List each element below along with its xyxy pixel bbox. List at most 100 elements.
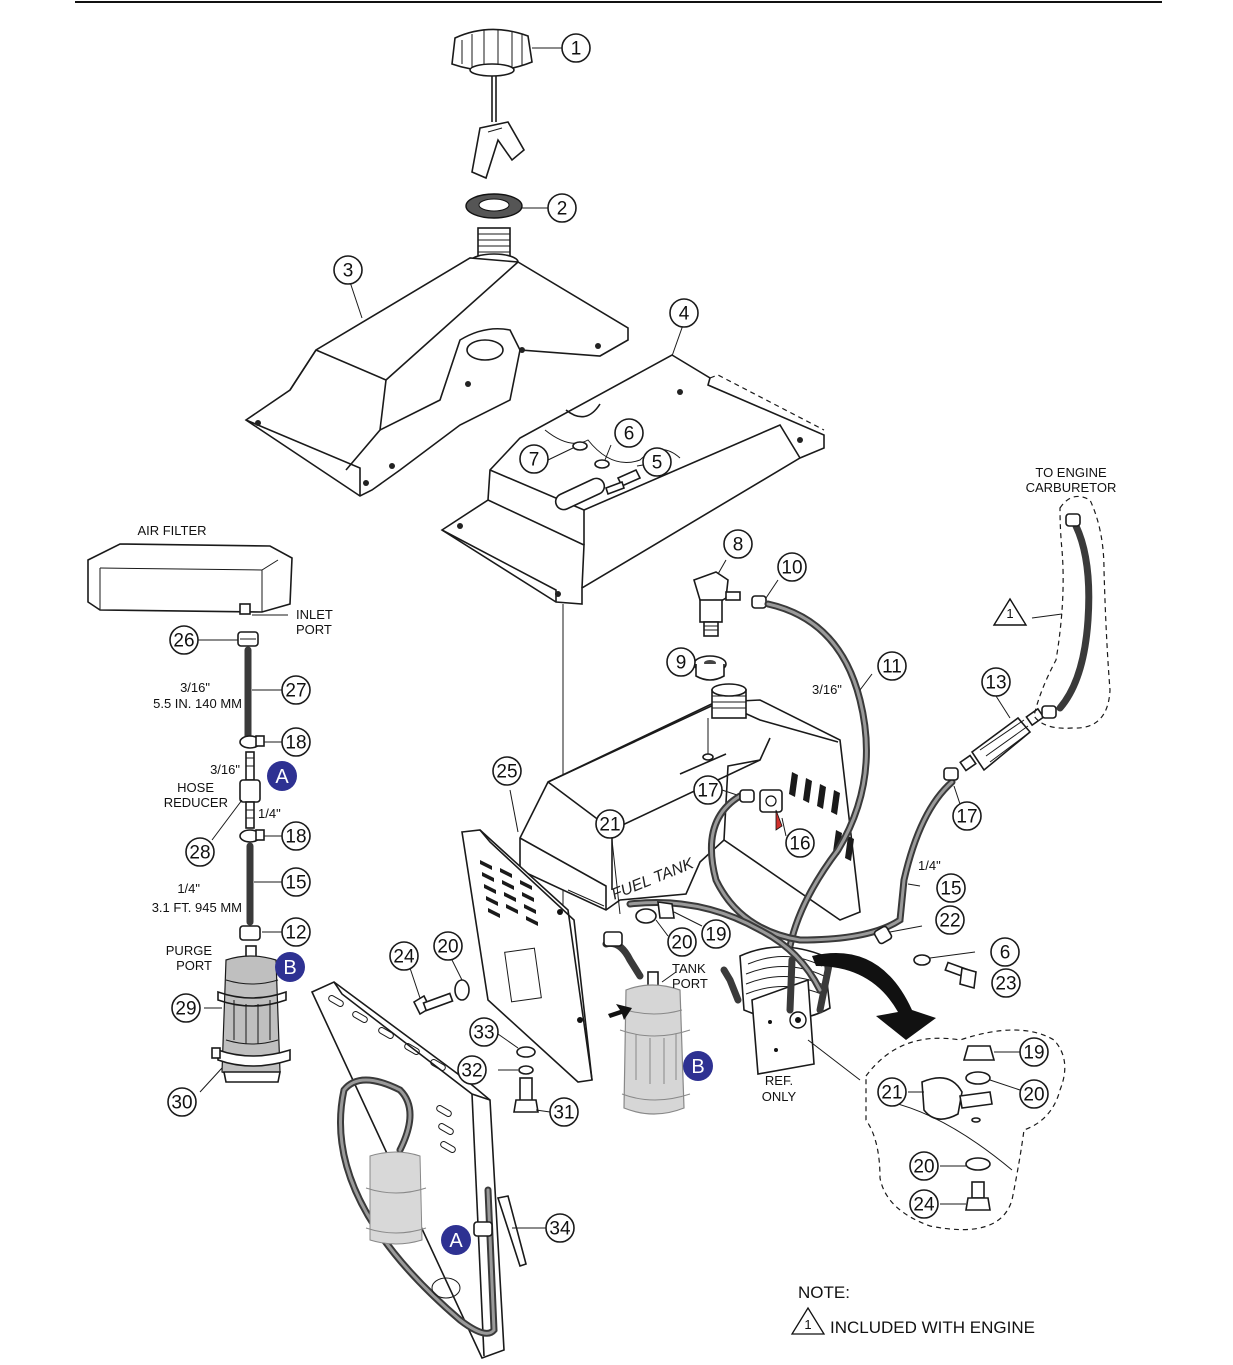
callout-number: 25 bbox=[496, 762, 517, 783]
callout-number: 18 bbox=[285, 827, 306, 848]
callout-c21b: 21 bbox=[877, 1077, 907, 1107]
fuel-cap bbox=[451, 28, 533, 180]
callout-c20c: 20 bbox=[1019, 1079, 1049, 1109]
callout-number: 6 bbox=[624, 424, 635, 445]
callout-c34: 34 bbox=[545, 1213, 575, 1243]
label-hose: HOSE bbox=[177, 780, 214, 795]
bolt-23 bbox=[944, 961, 977, 990]
callout-c19b: 19 bbox=[1019, 1037, 1049, 1067]
label-purge: PURGE bbox=[166, 943, 213, 958]
callout-c23: 23 bbox=[991, 968, 1021, 998]
label-to-engine: TO ENGINE bbox=[1035, 465, 1107, 480]
callout-number: 7 bbox=[529, 450, 540, 471]
callout-number: 19 bbox=[705, 925, 726, 946]
detail-hardware bbox=[879, 1045, 1013, 1211]
washer-6 bbox=[913, 954, 931, 966]
callout-number: 2 bbox=[557, 199, 568, 220]
callout-c27: 27 bbox=[281, 675, 311, 705]
callout-number: 33 bbox=[473, 1023, 494, 1044]
note-text: INCLUDED WITH ENGINE bbox=[830, 1318, 1035, 1337]
callout-number: 20 bbox=[913, 1157, 934, 1178]
shroud-panel-lower bbox=[310, 981, 527, 1360]
callout-number: 30 bbox=[171, 1093, 192, 1114]
note-title: NOTE: bbox=[798, 1283, 850, 1302]
callout-c30: 30 bbox=[167, 1087, 197, 1117]
callout-number: 20 bbox=[671, 933, 692, 954]
callout-number: 26 bbox=[173, 631, 194, 652]
hose-reducer bbox=[239, 751, 261, 829]
washer-20-upper bbox=[635, 908, 657, 924]
engine-supplied-boundary bbox=[1033, 495, 1111, 729]
callout-c7: 7 bbox=[519, 444, 549, 474]
callout-c18b: 18 bbox=[281, 821, 311, 851]
callout-number: 13 bbox=[985, 673, 1006, 694]
purge-canister bbox=[211, 945, 291, 1083]
callout-number: 22 bbox=[939, 911, 960, 932]
callout-c12: 12 bbox=[281, 917, 311, 947]
callout-c20d: 20 bbox=[909, 1151, 939, 1181]
label-hose15-size: 1/4" bbox=[177, 881, 200, 896]
callout-c1: 1 bbox=[561, 33, 591, 63]
callout-c2: 2 bbox=[547, 193, 577, 223]
fuel-tank: FUEL TANK bbox=[519, 683, 861, 921]
callout-c33: 33 bbox=[469, 1017, 499, 1047]
washer-33 bbox=[516, 1046, 536, 1058]
callout-c18a: 18 bbox=[281, 727, 311, 757]
callout-number: 29 bbox=[175, 999, 196, 1020]
callout-number: 8 bbox=[733, 535, 744, 556]
callout-c20b: 20 bbox=[667, 927, 697, 957]
callout-c16: 16 bbox=[785, 828, 815, 858]
callout-c11: 11 bbox=[877, 651, 907, 681]
callout-c17b: 17 bbox=[952, 801, 982, 831]
callout-number: 28 bbox=[189, 843, 210, 864]
callout-c3: 3 bbox=[333, 255, 363, 285]
callout-c28: 28 bbox=[185, 837, 215, 867]
callout-number: 34 bbox=[549, 1219, 571, 1240]
marker-b-tank: B bbox=[683, 1051, 713, 1081]
callout-number: 5 bbox=[652, 453, 663, 474]
label-inlet: INLET bbox=[296, 607, 333, 622]
callout-number: 1 bbox=[571, 39, 582, 60]
callout-c31: 31 bbox=[549, 1097, 579, 1127]
callout-c21a: 21 bbox=[595, 809, 625, 839]
svg-text:B: B bbox=[283, 957, 296, 979]
inline-fuel-filter bbox=[959, 707, 1045, 772]
callout-c13: 13 bbox=[981, 667, 1011, 697]
callout-number: 17 bbox=[697, 781, 718, 802]
callout-number: 31 bbox=[553, 1103, 574, 1124]
detail-arrow bbox=[812, 953, 936, 1040]
engine-included-triangle-marker: 1 bbox=[992, 597, 1028, 626]
note-triangle-icon bbox=[790, 1306, 826, 1335]
callout-c32: 32 bbox=[457, 1055, 487, 1085]
callout-c4: 4 bbox=[669, 298, 699, 328]
callout-c24b: 24 bbox=[909, 1189, 939, 1219]
callout-number: 12 bbox=[285, 923, 306, 944]
note-block: NOTE: 1 INCLUDED WITH ENGINE bbox=[790, 1283, 1035, 1337]
marker-a-upper: A bbox=[267, 761, 297, 791]
callout-c6b: 6 bbox=[990, 937, 1020, 967]
callout-number: 16 bbox=[789, 834, 810, 855]
lock-washer-32 bbox=[518, 1065, 534, 1075]
label-ref: REF. bbox=[765, 1073, 793, 1088]
callout-c26: 26 bbox=[169, 625, 199, 655]
callout-c20a: 20 bbox=[433, 931, 463, 961]
callout-number: 32 bbox=[461, 1061, 482, 1082]
clamp-17-filter bbox=[943, 767, 959, 781]
rollover-valve bbox=[693, 571, 741, 637]
svg-text:A: A bbox=[449, 1230, 463, 1252]
callout-number: 10 bbox=[781, 558, 802, 579]
callout-number: 11 bbox=[882, 657, 902, 678]
callout-c10: 10 bbox=[777, 552, 807, 582]
clamp-10 bbox=[751, 595, 767, 609]
callout-c29: 29 bbox=[171, 993, 201, 1023]
callout-number: 19 bbox=[1023, 1043, 1044, 1064]
label-reducer: REDUCER bbox=[164, 795, 228, 810]
label-tank: TANK bbox=[672, 961, 706, 976]
label-hose15b-size: 1/4" bbox=[918, 858, 941, 873]
callout-number: 9 bbox=[676, 653, 687, 674]
nut-19 bbox=[657, 901, 675, 919]
svg-text:1: 1 bbox=[804, 1317, 811, 1332]
svg-text:1: 1 bbox=[1006, 606, 1013, 621]
clamp-18-upper bbox=[239, 735, 265, 749]
